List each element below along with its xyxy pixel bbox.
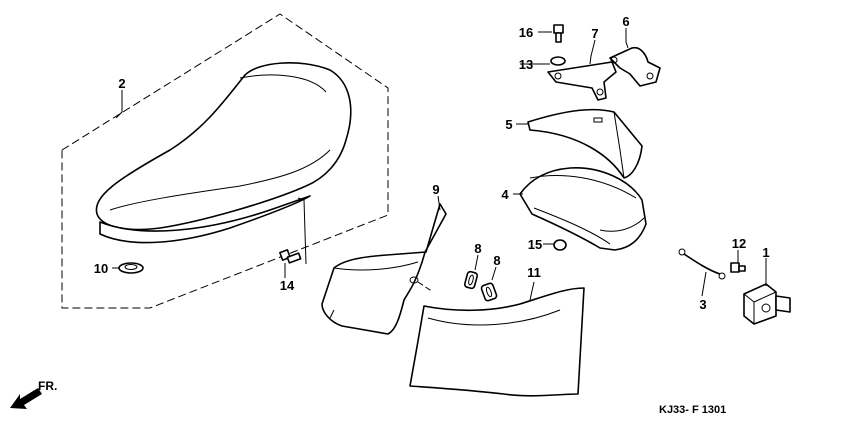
helmet-lock-part [743, 283, 791, 325]
callout-label: 4 [501, 187, 509, 202]
side-cover-left-part [321, 203, 447, 335]
tray-plate-part [527, 108, 643, 179]
grommet-part [118, 262, 144, 274]
callout-label: 12 [732, 236, 746, 251]
grommet-part [463, 270, 479, 290]
callout-label: 8 [493, 253, 500, 268]
bolt-part [279, 249, 302, 264]
bolt-part [553, 24, 564, 43]
callout-label: 13 [519, 57, 533, 72]
callout-label: 9 [432, 182, 439, 197]
washer-part [550, 56, 566, 66]
side-cover-right-part [409, 287, 585, 397]
callout-label: 14 [280, 278, 295, 293]
callout-label: 10 [94, 261, 108, 276]
callout-label: 8 [474, 241, 481, 256]
cable-part [678, 248, 726, 280]
bracket-part [547, 61, 617, 101]
grommet-part [553, 239, 567, 251]
callout-label: 5 [505, 117, 512, 132]
callout-label: 11 [527, 265, 541, 280]
callout-label: 3 [699, 297, 706, 312]
grommet-part [480, 282, 498, 302]
screw-part [730, 262, 746, 273]
callout-label: 1 [762, 245, 769, 260]
diagram-code: KJ33- F 1301 [659, 404, 726, 416]
callout-label: 7 [591, 26, 598, 41]
callout-label: 2 [118, 76, 125, 91]
storage-box-part [519, 167, 647, 251]
clamp-part [609, 46, 661, 87]
seat-part [95, 62, 352, 244]
callout-label: 15 [528, 237, 542, 252]
callout-label: 6 [622, 14, 629, 29]
callout-label: 16 [519, 25, 533, 40]
front-direction-arrow-icon [10, 388, 42, 409]
seat-assembly-outline [61, 13, 389, 309]
front-marker: FR. [38, 379, 57, 393]
